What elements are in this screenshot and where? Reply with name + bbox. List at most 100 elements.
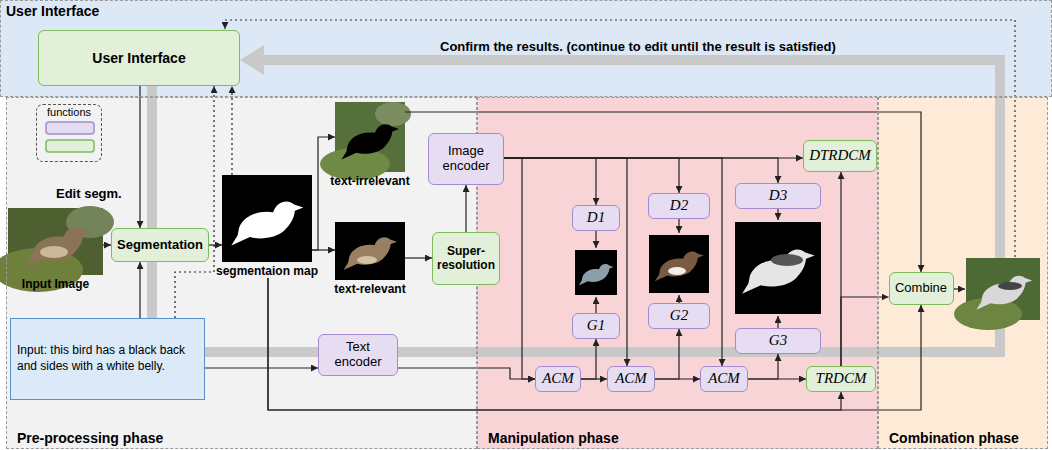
connector	[312, 137, 335, 250]
node-text: ACM	[542, 370, 574, 387]
node-text: G1	[587, 317, 605, 334]
node-text: ACM	[708, 370, 740, 387]
image-node: segmentaion map	[222, 175, 312, 262]
connector	[175, 86, 214, 318]
connector	[103, 244, 111, 245]
flow-arrow	[595, 297, 596, 313]
function-box: G2	[648, 303, 710, 329]
node-text: ACM	[615, 370, 647, 387]
node-text: Segmentation	[117, 238, 203, 253]
connector	[268, 278, 841, 410]
phase-region: Combination phase Combine	[878, 97, 1048, 449]
interface-band-fill	[0, 0, 1052, 97]
flow-arrow	[678, 219, 679, 233]
image-node: Input Image	[8, 208, 103, 275]
label-holder: text-relevant	[334, 282, 405, 296]
process-box: TRDCM	[806, 366, 876, 392]
connector	[139, 262, 140, 318]
connector	[504, 158, 778, 183]
node-label: Manipulation phase	[488, 430, 619, 446]
connector	[139, 86, 140, 228]
connector	[504, 158, 627, 366]
feedback-dotted-line	[225, 20, 1015, 257]
output-photo	[954, 258, 1040, 330]
node-text: D3	[769, 187, 787, 204]
flow-arrow	[777, 316, 778, 328]
workflow-band	[205, 60, 1000, 352]
node-text: Super-resolution	[437, 245, 495, 273]
connector	[655, 329, 679, 379]
workflow-band	[147, 86, 157, 318]
function-box: G3	[735, 328, 821, 354]
generated-image	[575, 250, 617, 295]
flow-arrow	[953, 288, 965, 289]
manipulation-fill	[477, 97, 878, 449]
process-box: DTRDCM	[803, 140, 877, 172]
function-box: D2	[648, 193, 710, 219]
connector	[748, 354, 778, 379]
function-box: ACM	[607, 366, 655, 392]
function-box: G1	[572, 313, 620, 339]
process-box: Super-resolution	[432, 232, 500, 285]
node-label: Input Image	[22, 277, 89, 291]
connector	[268, 278, 921, 410]
flow-arrow	[777, 209, 778, 220]
image-node: text-irrelevant	[335, 102, 405, 172]
connector	[504, 158, 679, 193]
process-box: Combine	[889, 272, 954, 305]
function-box: Image encoder	[428, 133, 504, 185]
label-holder: Pre-processing phase	[17, 430, 163, 446]
node-label: User Interface	[6, 3, 99, 19]
node-text: Text encoder	[323, 340, 393, 370]
label-holder: segmentaion map	[216, 264, 318, 278]
combination-fill	[878, 97, 1048, 449]
phase-region: Pre-processing phase functionsInput Image…	[6, 97, 477, 449]
node-text: Input: this bird has a black back and si…	[17, 343, 198, 374]
connector	[405, 257, 432, 258]
input-photo	[0, 206, 114, 292]
label-holder: Input Image	[22, 277, 89, 291]
label-holder: Edit segm.	[56, 184, 122, 202]
text-input-box: Input: this bird has a black back and si…	[10, 318, 205, 400]
node-text: Combine	[895, 281, 947, 296]
connector	[209, 244, 222, 245]
connector	[231, 86, 232, 175]
node-text: D1	[587, 209, 605, 226]
flow-arrow	[678, 295, 679, 303]
background-photo	[320, 102, 411, 180]
label-holder: Combination phase	[889, 430, 1019, 446]
connector	[504, 158, 535, 379]
function-box: D3	[735, 183, 821, 209]
node-label: segmentaion map	[216, 264, 318, 278]
connector	[398, 368, 535, 379]
connector	[841, 297, 889, 366]
flow-arrow	[595, 231, 596, 248]
legend-swatch-purple	[46, 122, 94, 134]
legend-box: functions	[36, 104, 102, 162]
function-box: D1	[572, 205, 620, 231]
workflow-arrowhead	[240, 45, 264, 75]
node-text: DTRDCM	[809, 147, 871, 164]
label-holder: Manipulation phase	[488, 430, 619, 446]
generated-image	[735, 222, 821, 314]
node-label: text-relevant	[334, 282, 405, 296]
connector	[312, 249, 335, 250]
segmentation-mask	[222, 175, 312, 262]
phase-region: Manipulation phase D1 D2 D3 DTRDCM G1 G2G3ACM A…	[477, 97, 878, 449]
generated-image	[649, 235, 709, 293]
node-label: Pre-processing phase	[17, 430, 163, 446]
connector	[504, 158, 596, 205]
node-label: text-irrelevant	[330, 174, 409, 188]
function-box: ACM	[700, 366, 748, 392]
function-box: ACM	[535, 366, 581, 392]
node-text: G2	[670, 307, 688, 324]
node-text: TRDCM	[816, 370, 867, 387]
connector	[504, 158, 722, 366]
foreground-photo	[335, 222, 405, 280]
connector	[465, 185, 466, 232]
node-label: Combination phase	[889, 430, 1019, 446]
label-holder: Confirm the results. (continue to edit u…	[440, 37, 836, 55]
node-text: Image encoder	[433, 144, 499, 174]
node-text: User Interface	[92, 50, 185, 66]
node-text: functions	[47, 106, 91, 118]
